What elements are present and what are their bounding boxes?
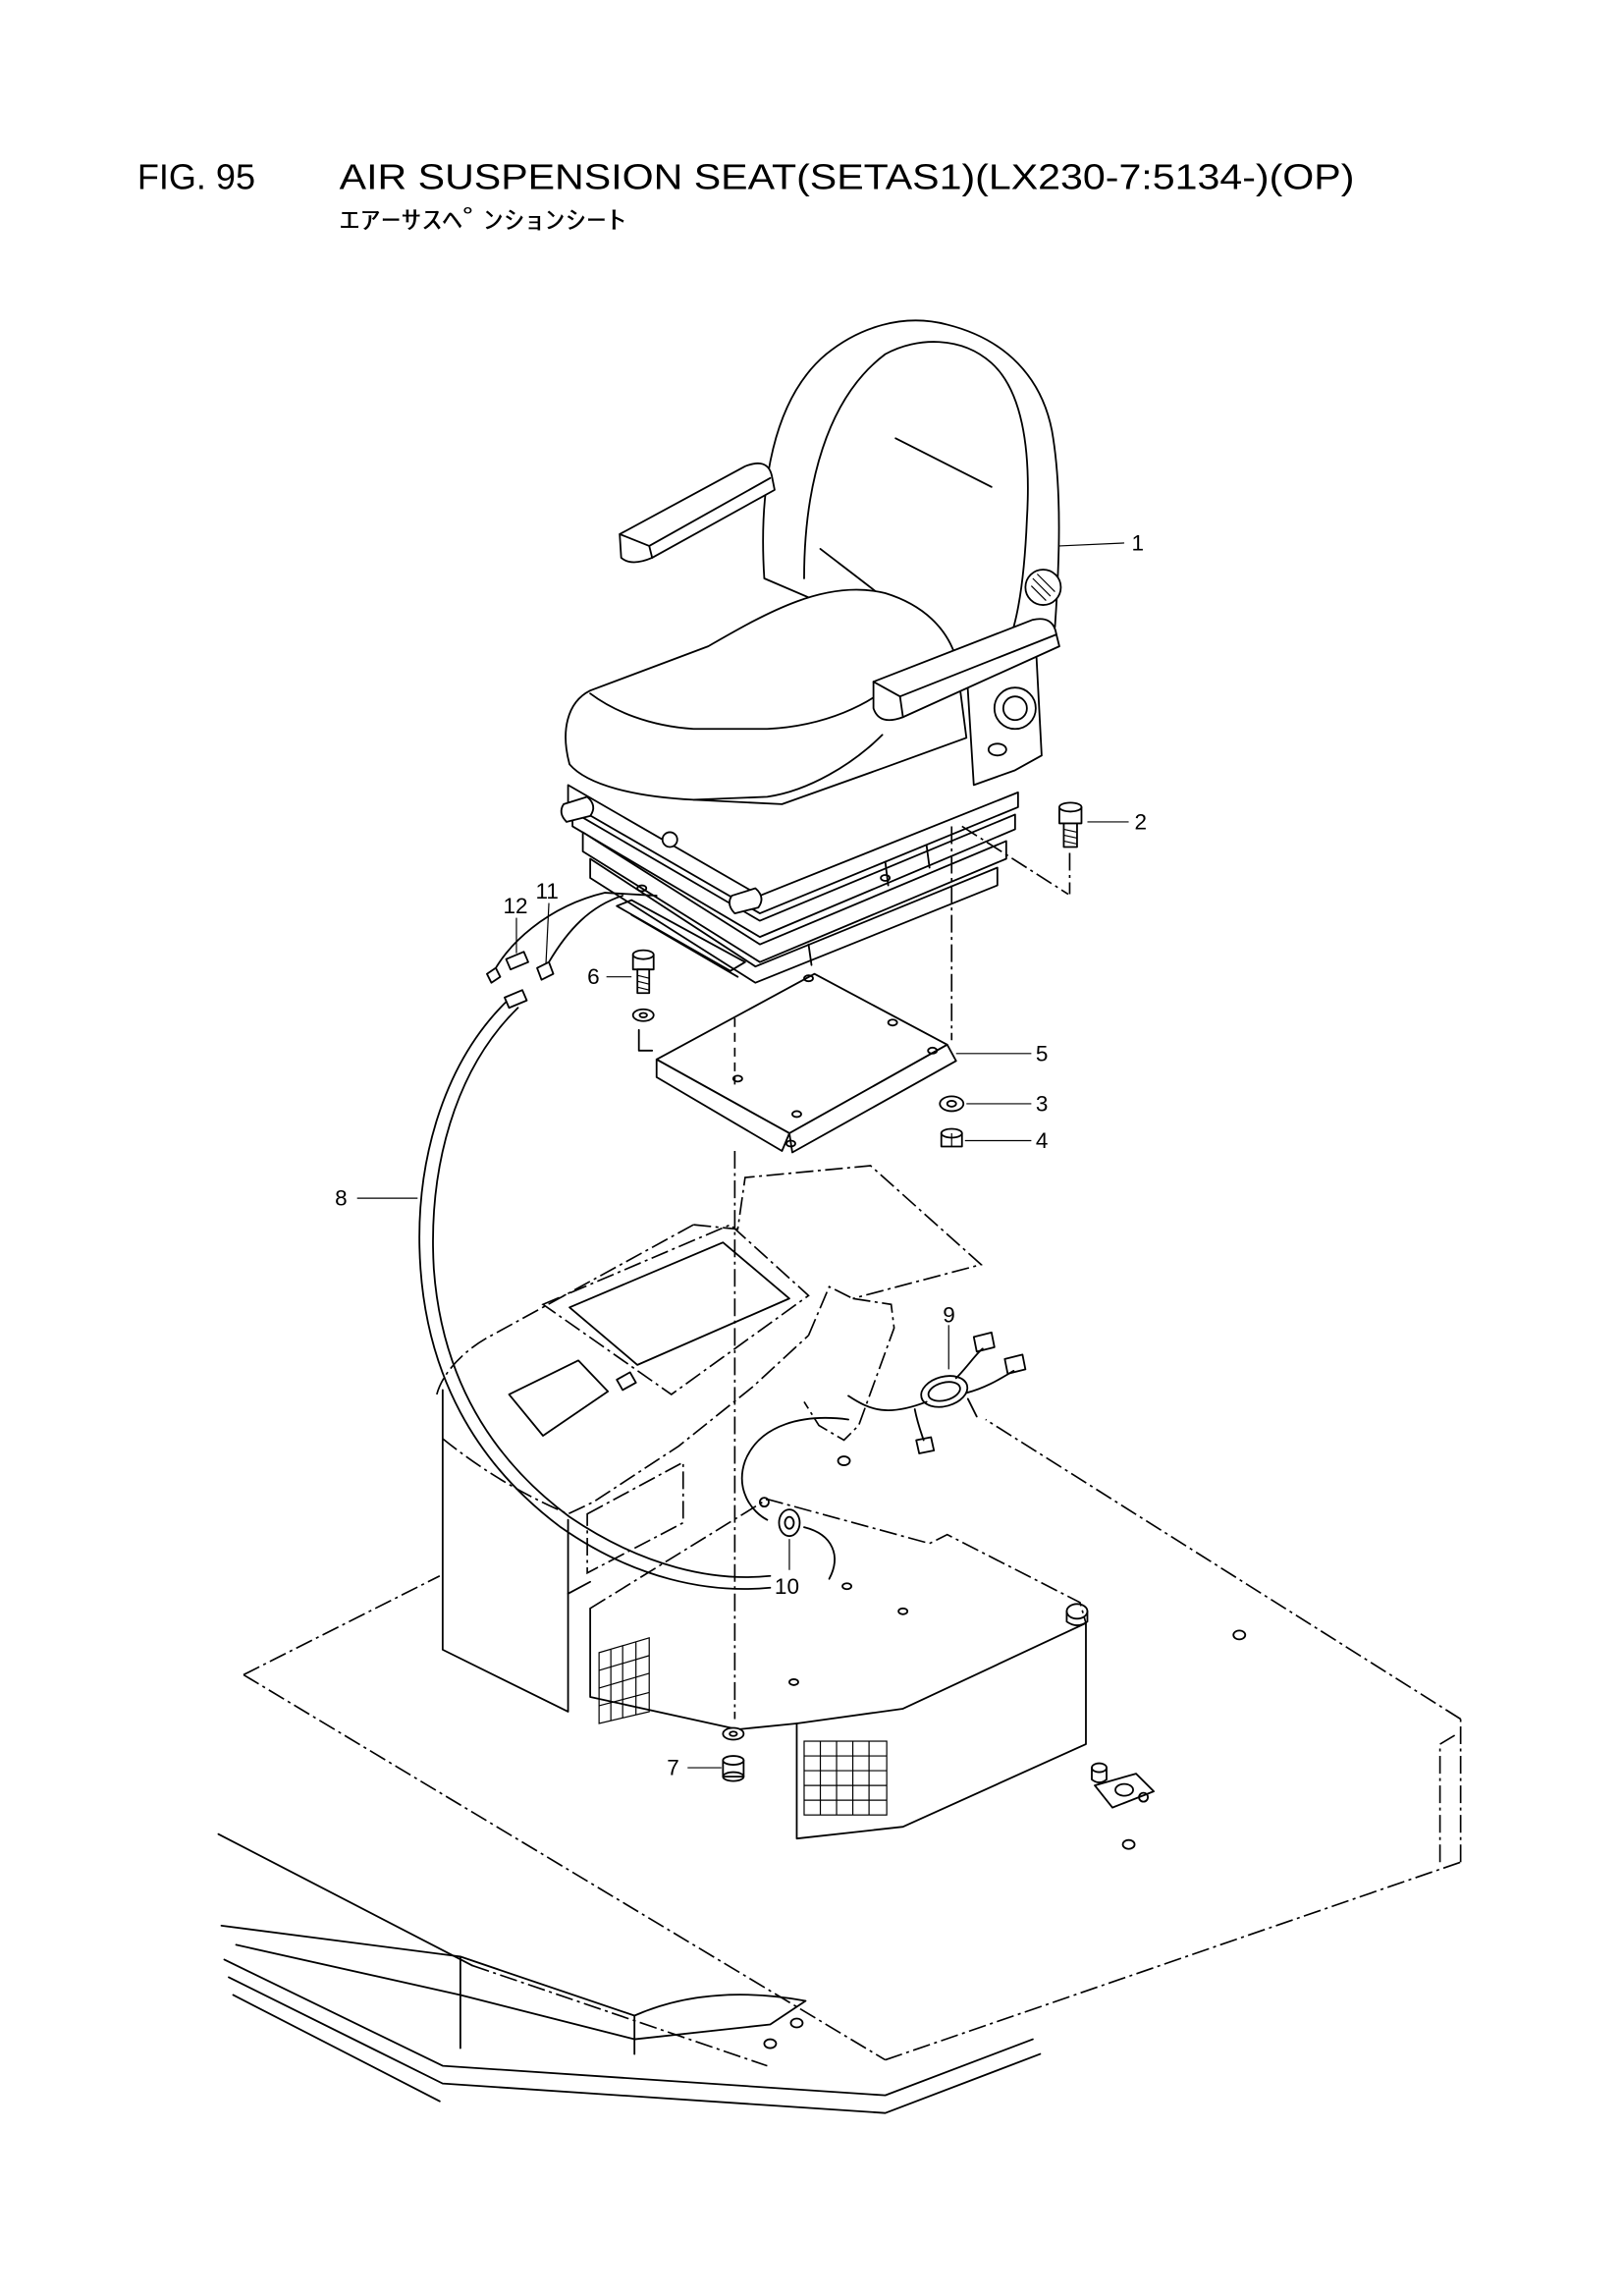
seat-slide-rail (616, 899, 746, 978)
assembly-centerlines (637, 825, 1071, 1720)
left-armrest (619, 462, 776, 564)
height-knob (661, 831, 678, 848)
callout-leaders (356, 542, 1129, 1769)
bolt-item-2 (1058, 801, 1083, 848)
floor-bracket (1091, 1762, 1155, 1809)
callout-1: 1 (1132, 530, 1145, 555)
vent-grille-left (598, 1637, 650, 1724)
washer-item-3 (939, 1095, 965, 1113)
console-screen-panel (541, 1224, 810, 1395)
callout-11: 11 (536, 879, 559, 903)
figure-title: AIR SUSPENSION SEAT(SETAS1)(LX230-7:5134… (340, 156, 1355, 196)
left-console (436, 1224, 810, 1713)
connector-item-12 (486, 951, 529, 984)
figure-header: FIG. 95 AIR SUSPENSION SEAT(SETAS1)(LX23… (137, 156, 1355, 235)
callout-4: 4 (1036, 1128, 1049, 1153)
callout-8: 8 (335, 1186, 348, 1211)
nut-item-4 (940, 1127, 963, 1148)
mount-item-7 (722, 1726, 745, 1782)
callout-3: 3 (1036, 1091, 1049, 1116)
callout-2: 2 (1135, 809, 1148, 834)
seat-cushion (565, 588, 968, 805)
seat-cable-item-8 (418, 892, 772, 1590)
callout-10: 10 (775, 1574, 799, 1599)
lower-unit (589, 1498, 1089, 1840)
console-display (508, 1359, 637, 1437)
air-suspension-seat (560, 319, 1062, 984)
floor-plate (243, 1418, 1462, 2061)
connector-item-11 (504, 960, 555, 1010)
callout-labels: 1 2 3 4 5 6 7 8 9 10 11 12 (335, 530, 1147, 1779)
seat-lever-left (560, 795, 595, 823)
seat-mount-housing (693, 1165, 983, 1442)
harness-item-9 (847, 1331, 1027, 1454)
callout-6: 6 (587, 964, 600, 989)
seat-lever-front (729, 887, 763, 914)
grommet-item-10 (740, 1416, 851, 1580)
recline-knob (1024, 569, 1062, 606)
vent-grille-right (803, 1740, 888, 1816)
callout-5: 5 (1036, 1041, 1049, 1066)
figure-subtitle: ｴｱｰｻｽﾍﾟﾝｼｮﾝｼｰﾄ (340, 207, 627, 235)
seat-backrest (762, 319, 1060, 666)
right-armrest (872, 618, 1060, 722)
callout-12: 12 (503, 894, 527, 918)
lower-frame-panel (217, 1832, 1042, 2114)
callout-9: 9 (943, 1302, 955, 1327)
callout-7: 7 (667, 1756, 679, 1780)
seat-mounting-plate (655, 972, 957, 1154)
bolt-item-6 (631, 949, 655, 1022)
figure-number: FIG. 95 (137, 156, 255, 196)
